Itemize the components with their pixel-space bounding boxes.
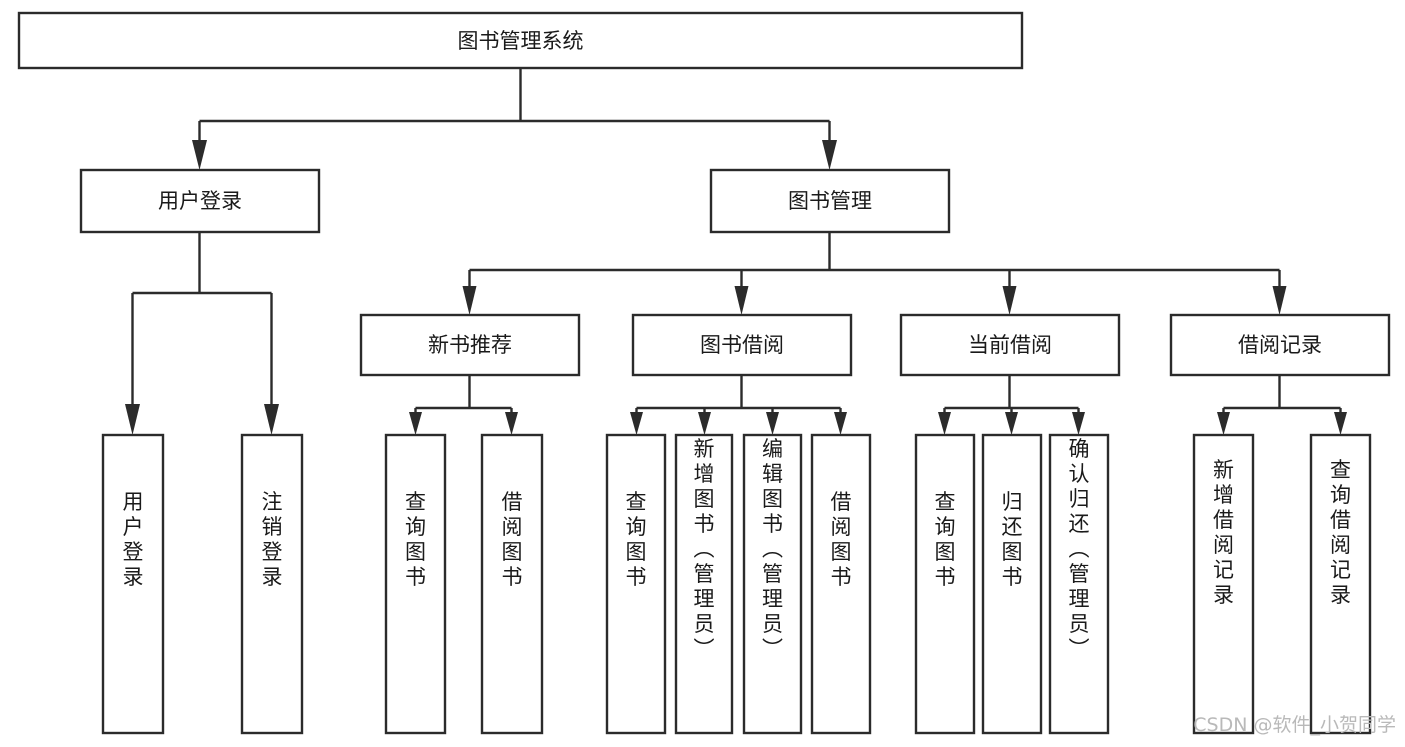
arrow-head-borrow-leaf-4 [834,412,847,435]
node-book-borrow[interactable]: 图书借阅 [631,313,853,377]
leaf-edit-book-admin[interactable]: 编辑图书︵管理员︶ [742,433,803,735]
node-new-book-recommend[interactable]: 新书推荐 [359,313,581,377]
leaf-add-book-admin-label: 新增图书︵管理员︶ [694,437,715,661]
leaf-return-book-label: 归还图书 [1002,490,1023,589]
arrow-head-book-mgmt [822,140,837,170]
leaf-query-borrow-record[interactable]: 查询借阅记录 [1309,433,1372,735]
node-current-borrow[interactable]: 当前借阅 [899,313,1121,377]
arrow-head-current-leaf-2 [1005,412,1018,435]
leaf-query-book-2-box[interactable] [605,433,667,735]
leaf-logout[interactable]: 注销登录 [240,433,304,735]
node-book-management[interactable]: 图书管理 [709,168,951,234]
node-book-management-box[interactable] [709,168,951,234]
arrow-head-user-login [192,140,207,170]
arrow-head-book-borrow [734,286,749,315]
leaf-return-book[interactable]: 归还图书 [981,433,1043,735]
leaf-add-borrow-record[interactable]: 新增借阅记录 [1192,433,1255,735]
node-borrow-record-label: 借阅记录 [1238,333,1322,357]
arrow-head-borrow-record [1272,286,1287,315]
node-new-book-recommend-box[interactable] [359,313,581,377]
leaf-user-login[interactable]: 用户登录 [101,433,165,735]
arrow-head-leaf-user-login [125,404,140,435]
leaf-borrow-book-2[interactable]: 借阅图书 [810,433,872,735]
node-borrow-record[interactable]: 借阅记录 [1169,313,1391,377]
leaf-user-login-box[interactable] [101,433,165,735]
leaf-logout-label: 注销登录 [262,490,283,589]
leaf-add-borrow-record-label: 新增借阅记录 [1213,458,1234,607]
node-current-borrow-label: 当前借阅 [968,333,1052,357]
node-root-box[interactable] [17,11,1024,70]
leaf-return-book-box[interactable] [981,433,1043,735]
connector-layer [125,68,1347,435]
leaf-add-book-admin-box[interactable] [674,433,734,735]
arrow-head-newbook-leaf-1 [409,412,422,435]
leaf-borrow-book-1-label: 借阅图书 [502,490,523,589]
node-user-login-box[interactable] [79,168,321,234]
leaf-confirm-return-admin[interactable]: 确认归还︵管理员︶ [1048,433,1110,735]
leaf-query-borrow-record-box[interactable] [1309,433,1372,735]
arrow-head-borrow-leaf-2 [698,412,711,435]
arrow-head-current-leaf-3 [1072,412,1085,435]
leaf-borrow-book-2-box[interactable] [810,433,872,735]
leaf-query-book-1-label: 查询图书 [405,490,426,589]
node-book-management-label: 图书管理 [788,189,872,213]
leaf-query-book-1[interactable]: 查询图书 [384,433,447,735]
leaf-query-book-1-box[interactable] [384,433,447,735]
leaf-query-book-3[interactable]: 查询图书 [914,433,976,735]
leaf-borrow-book-2-label: 借阅图书 [831,490,852,589]
node-root-label: 图书管理系统 [458,29,584,53]
leaf-query-book-2-label: 查询图书 [626,490,647,589]
node-book-borrow-box[interactable] [631,313,853,377]
arrow-head-leaf-logout [264,404,279,435]
arrow-head-current-leaf-1 [938,412,951,435]
csdn-watermark: CSDN @软件_小贺同学 [1193,714,1396,736]
leaf-borrow-book-1[interactable]: 借阅图书 [480,433,544,735]
arrow-head-record-leaf-2 [1334,412,1347,435]
leaf-user-login-label: 用户登录 [123,490,144,589]
node-new-book-recommend-label: 新书推荐 [428,333,512,357]
node-root[interactable]: 图书管理系统 [17,11,1024,70]
arrow-head-record-leaf-1 [1217,412,1230,435]
leaf-query-book-3-box[interactable] [914,433,976,735]
node-user-login-label: 用户登录 [158,189,242,213]
leaf-confirm-return-admin-box[interactable] [1048,433,1110,735]
leaf-query-borrow-record-label: 查询借阅记录 [1330,458,1351,607]
arrow-head-new-book-rec [462,286,477,315]
node-user-login[interactable]: 用户登录 [79,168,321,234]
arrow-head-borrow-leaf-3 [766,412,779,435]
leaf-confirm-return-admin-label: 确认归还︵管理员︶ [1069,437,1090,661]
leaf-edit-book-admin-label: 编辑图书︵管理员︶ [762,437,783,661]
node-borrow-record-box[interactable] [1169,313,1391,377]
leaf-query-book-2[interactable]: 查询图书 [605,433,667,735]
leaf-query-book-3-label: 查询图书 [935,490,956,589]
leaf-add-borrow-record-box[interactable] [1192,433,1255,735]
arrow-head-current-borrow [1002,286,1017,315]
arrow-head-borrow-leaf-1 [630,412,643,435]
leaf-borrow-book-1-box[interactable] [480,433,544,735]
leaf-logout-box[interactable] [240,433,304,735]
node-current-borrow-box[interactable] [899,313,1121,377]
leaf-add-book-admin[interactable]: 新增图书︵管理员︶ [674,433,734,735]
leaf-edit-book-admin-box[interactable] [742,433,803,735]
node-book-borrow-label: 图书借阅 [700,333,784,357]
arrow-head-newbook-leaf-2 [505,412,518,435]
